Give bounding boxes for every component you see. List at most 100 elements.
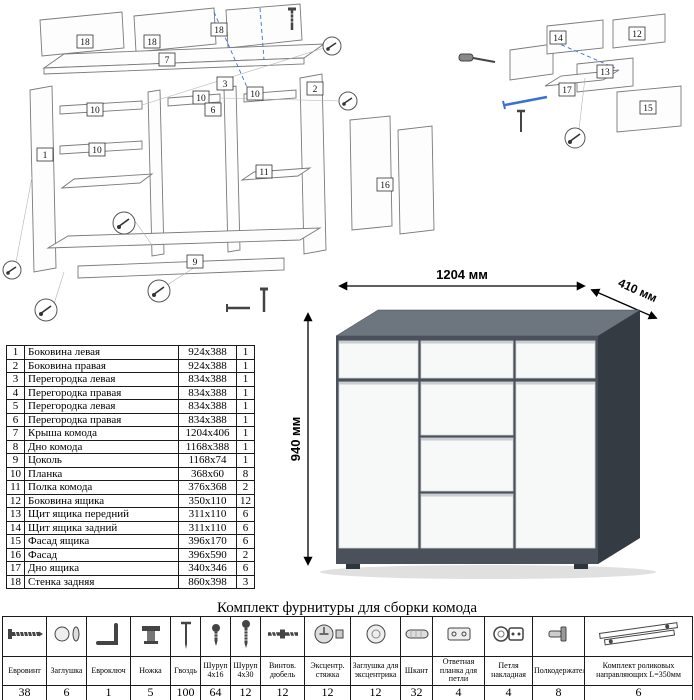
parts-table-row: 15 Фасад ящика 396x170 6 [6,534,255,549]
hardware-item-qty: 8 [532,684,585,700]
part-qty: 1 [236,358,255,373]
part-number: 9 [6,453,25,468]
hardware-item-qty: 64 [200,684,231,700]
svg-text:10: 10 [92,146,102,156]
part-size: 1168x74 [178,453,237,468]
part-size: 368x60 [178,466,237,481]
part-number: 18 [6,574,25,589]
part-callout: 18 [76,34,94,49]
part-size: 350x110 [178,493,237,508]
hardware-kit-title: Комплект фурнитуры для сборки комода [216,600,477,616]
hardware-icon-cell [200,616,231,657]
part-callout: 3 [216,76,234,91]
part-callout: 14 [549,30,567,45]
plug-icon [54,626,79,642]
hardware-icon-cell [170,616,201,657]
part-size: 834x388 [178,399,237,414]
part-number: 11 [6,480,25,495]
part-number: 5 [6,399,25,414]
back-panel [39,11,125,57]
hardware-item-qty: 5 [130,684,171,700]
parts-table-row: 8 Дно комода 1168x388 1 [6,439,255,454]
part-size: 924x388 [178,345,237,360]
screw-icon [226,304,250,312]
part-name: Перегородка левая [24,399,179,414]
hardware-item-qty: 1 [86,684,131,700]
part-name: Перегородка правая [24,385,179,400]
hardware-icon-cell [130,616,171,657]
part-size: 1168x388 [178,439,237,454]
svg-text:18: 18 [214,26,224,36]
svg-text:16: 16 [380,181,390,191]
left-side-panel [29,85,57,273]
part-number: 17 [6,561,25,576]
drawer-front [420,340,514,379]
part-qty: 6 [236,561,255,576]
svg-text:18: 18 [80,38,90,48]
part-qty: 1 [236,439,255,454]
part-name: Цоколь [24,453,179,468]
part-name: Стенка задняя [24,574,179,589]
drawer-front [420,493,514,549]
hardware-item-label: Ножка [130,656,171,686]
part-name: Фасад ящика [24,534,179,549]
part-callout: 18 [210,22,228,37]
hardware-item-label: Евроключ [86,656,131,686]
svg-text:12: 12 [632,30,642,40]
bottom-panel [46,227,322,249]
fastener-callout [112,211,136,235]
hardware-item-qty: 32 [400,684,433,700]
part-number: 14 [6,520,25,535]
hardware-item-label: Ответная планка для петли [432,656,485,686]
svg-text:18: 18 [147,38,157,48]
part-number: 15 [6,534,25,549]
part-number: 10 [6,466,25,481]
part-name: Боковина ящика [24,493,179,508]
svg-text:7: 7 [165,56,170,66]
guide-line [554,41,616,69]
part-name: Щит ящика передний [24,507,179,522]
part-qty: 2 [236,480,255,495]
fastener-callout [34,298,58,322]
hardware-item-qty: 12 [230,684,261,700]
svg-text:13: 13 [600,68,610,78]
hardware-item-qty: 12 [350,684,401,700]
part-size: 924x388 [178,358,237,373]
part-size: 311x110 [178,520,237,535]
part-qty: 1 [236,399,255,414]
hardware-item-label: Гвоздь [170,656,201,686]
parts-table: 1 Боковина левая 924x388 1 2 Боковина пр… [6,345,255,589]
guide-line [259,7,265,61]
part-callout: 12 [628,26,646,41]
hardware-icon-cell [400,616,433,657]
parts-table-row: 4 Перегородка правая 834x388 1 [6,385,255,400]
right-side-panel [299,73,327,255]
part-size: 860x398 [178,574,237,589]
confirmat-screw-icon [7,629,43,639]
parts-table-row: 13 Щит ящика передний 311x110 6 [6,507,255,522]
plinth-panel [77,257,285,279]
part-qty: 6 [236,534,255,549]
leader-line [219,97,341,102]
svg-text:15: 15 [643,104,653,114]
part-name: Щит ящика задний [24,520,179,535]
svg-text:9: 9 [193,258,198,268]
hardware-icon-cell [350,616,401,657]
part-qty: 1 [236,412,255,427]
svg-text:17: 17 [562,86,572,96]
hardware-item-label: Петля накладная [484,656,533,686]
part-name: Перегородка левая [24,372,179,387]
part-callout: 10 [88,142,106,157]
cam-lock-icon [314,624,343,644]
part-qty: 6 [236,507,255,522]
hardware-icon-cell [46,616,87,657]
cam-cap-icon [366,624,385,644]
hardware-item-qty: 6 [46,684,87,700]
hardware-item-qty: 4 [484,684,533,700]
part-name: Дно ящика [24,561,179,576]
parts-table-row: 5 Перегородка левая 834x388 1 [6,399,255,414]
part-name: Дно комода [24,439,179,454]
height-dimension-label: 940 мм [288,417,303,462]
part-qty: 6 [236,520,255,535]
partition-panel [147,89,165,257]
